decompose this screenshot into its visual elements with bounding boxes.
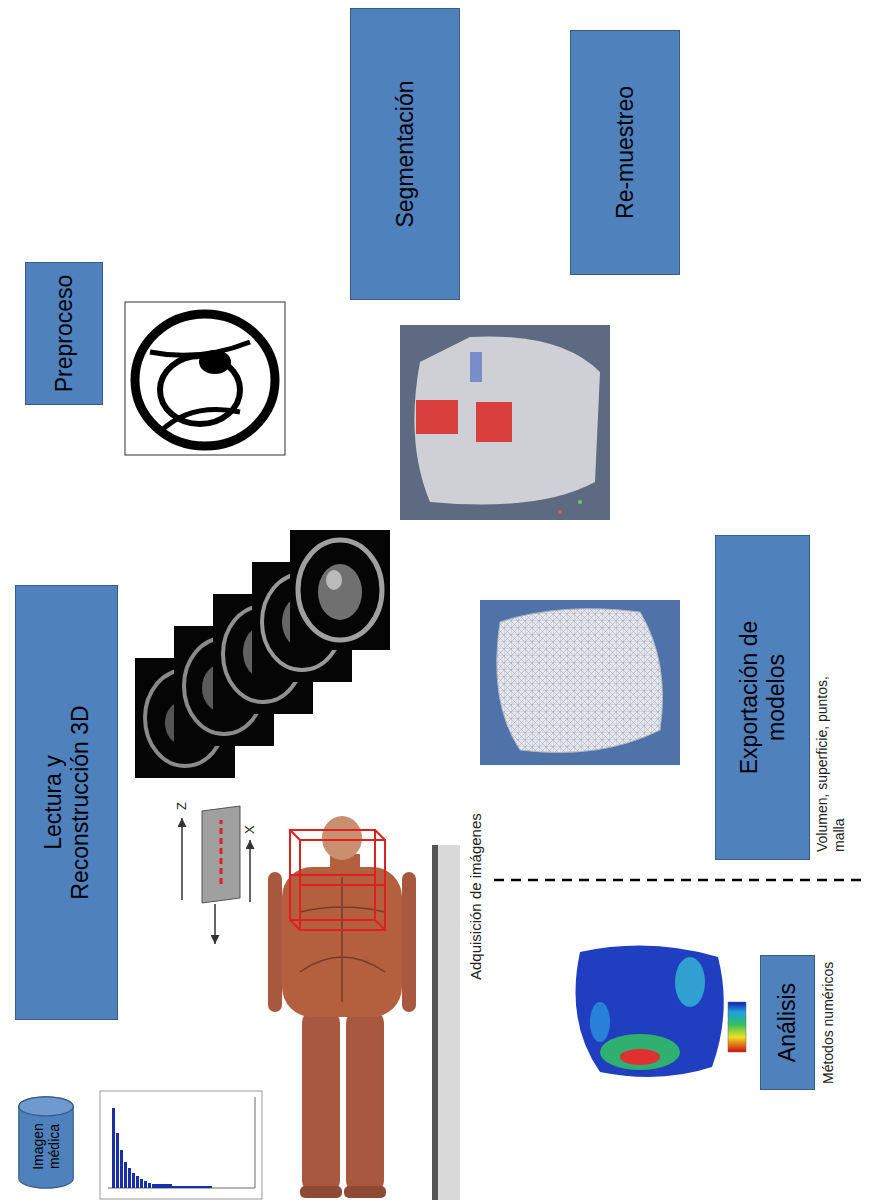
node-text: Re-muestreo <box>612 86 638 219</box>
annotation-label: Métodos numéricos <box>820 962 837 1084</box>
node-text: Preproceso <box>51 275 77 393</box>
segmentation-render <box>400 325 610 520</box>
node-text: Lectura y Reconstrucción 3D <box>40 683 93 923</box>
histogram <box>100 1091 262 1199</box>
annotation-label: Adquisición de imágenes <box>467 813 485 980</box>
process-box: Preproceso <box>25 262 103 405</box>
process-box: Segmentación <box>350 8 460 300</box>
node-text: Segmentación <box>392 80 418 227</box>
process-box: Análisis <box>760 955 815 1090</box>
scanner-table <box>432 845 460 1200</box>
database-cylinder: Imagen médica <box>12 1095 80 1190</box>
node-text: Imagen médica <box>30 1116 62 1178</box>
process-box: Re-muestreo <box>570 30 680 275</box>
human-figure <box>268 816 416 1198</box>
mri-slices <box>135 530 390 778</box>
scan-volumes <box>290 830 385 930</box>
divider-line <box>494 879 862 882</box>
process-box: Lectura y Reconstrucción 3D <box>15 585 118 1020</box>
mesh-model <box>480 600 680 765</box>
axis-icon <box>182 806 250 944</box>
annotation-label: Z <box>174 802 190 810</box>
node-text: Exportación de modelos <box>736 598 789 798</box>
annotation-label: Volumen, superficie, puntos, malla <box>814 652 848 852</box>
annotation-label: X <box>242 825 258 834</box>
preprocessed-image <box>125 302 285 455</box>
process-box: Exportación de modelos <box>715 535 810 860</box>
node-text: Análisis <box>774 983 800 1062</box>
fem-result <box>576 946 747 1077</box>
